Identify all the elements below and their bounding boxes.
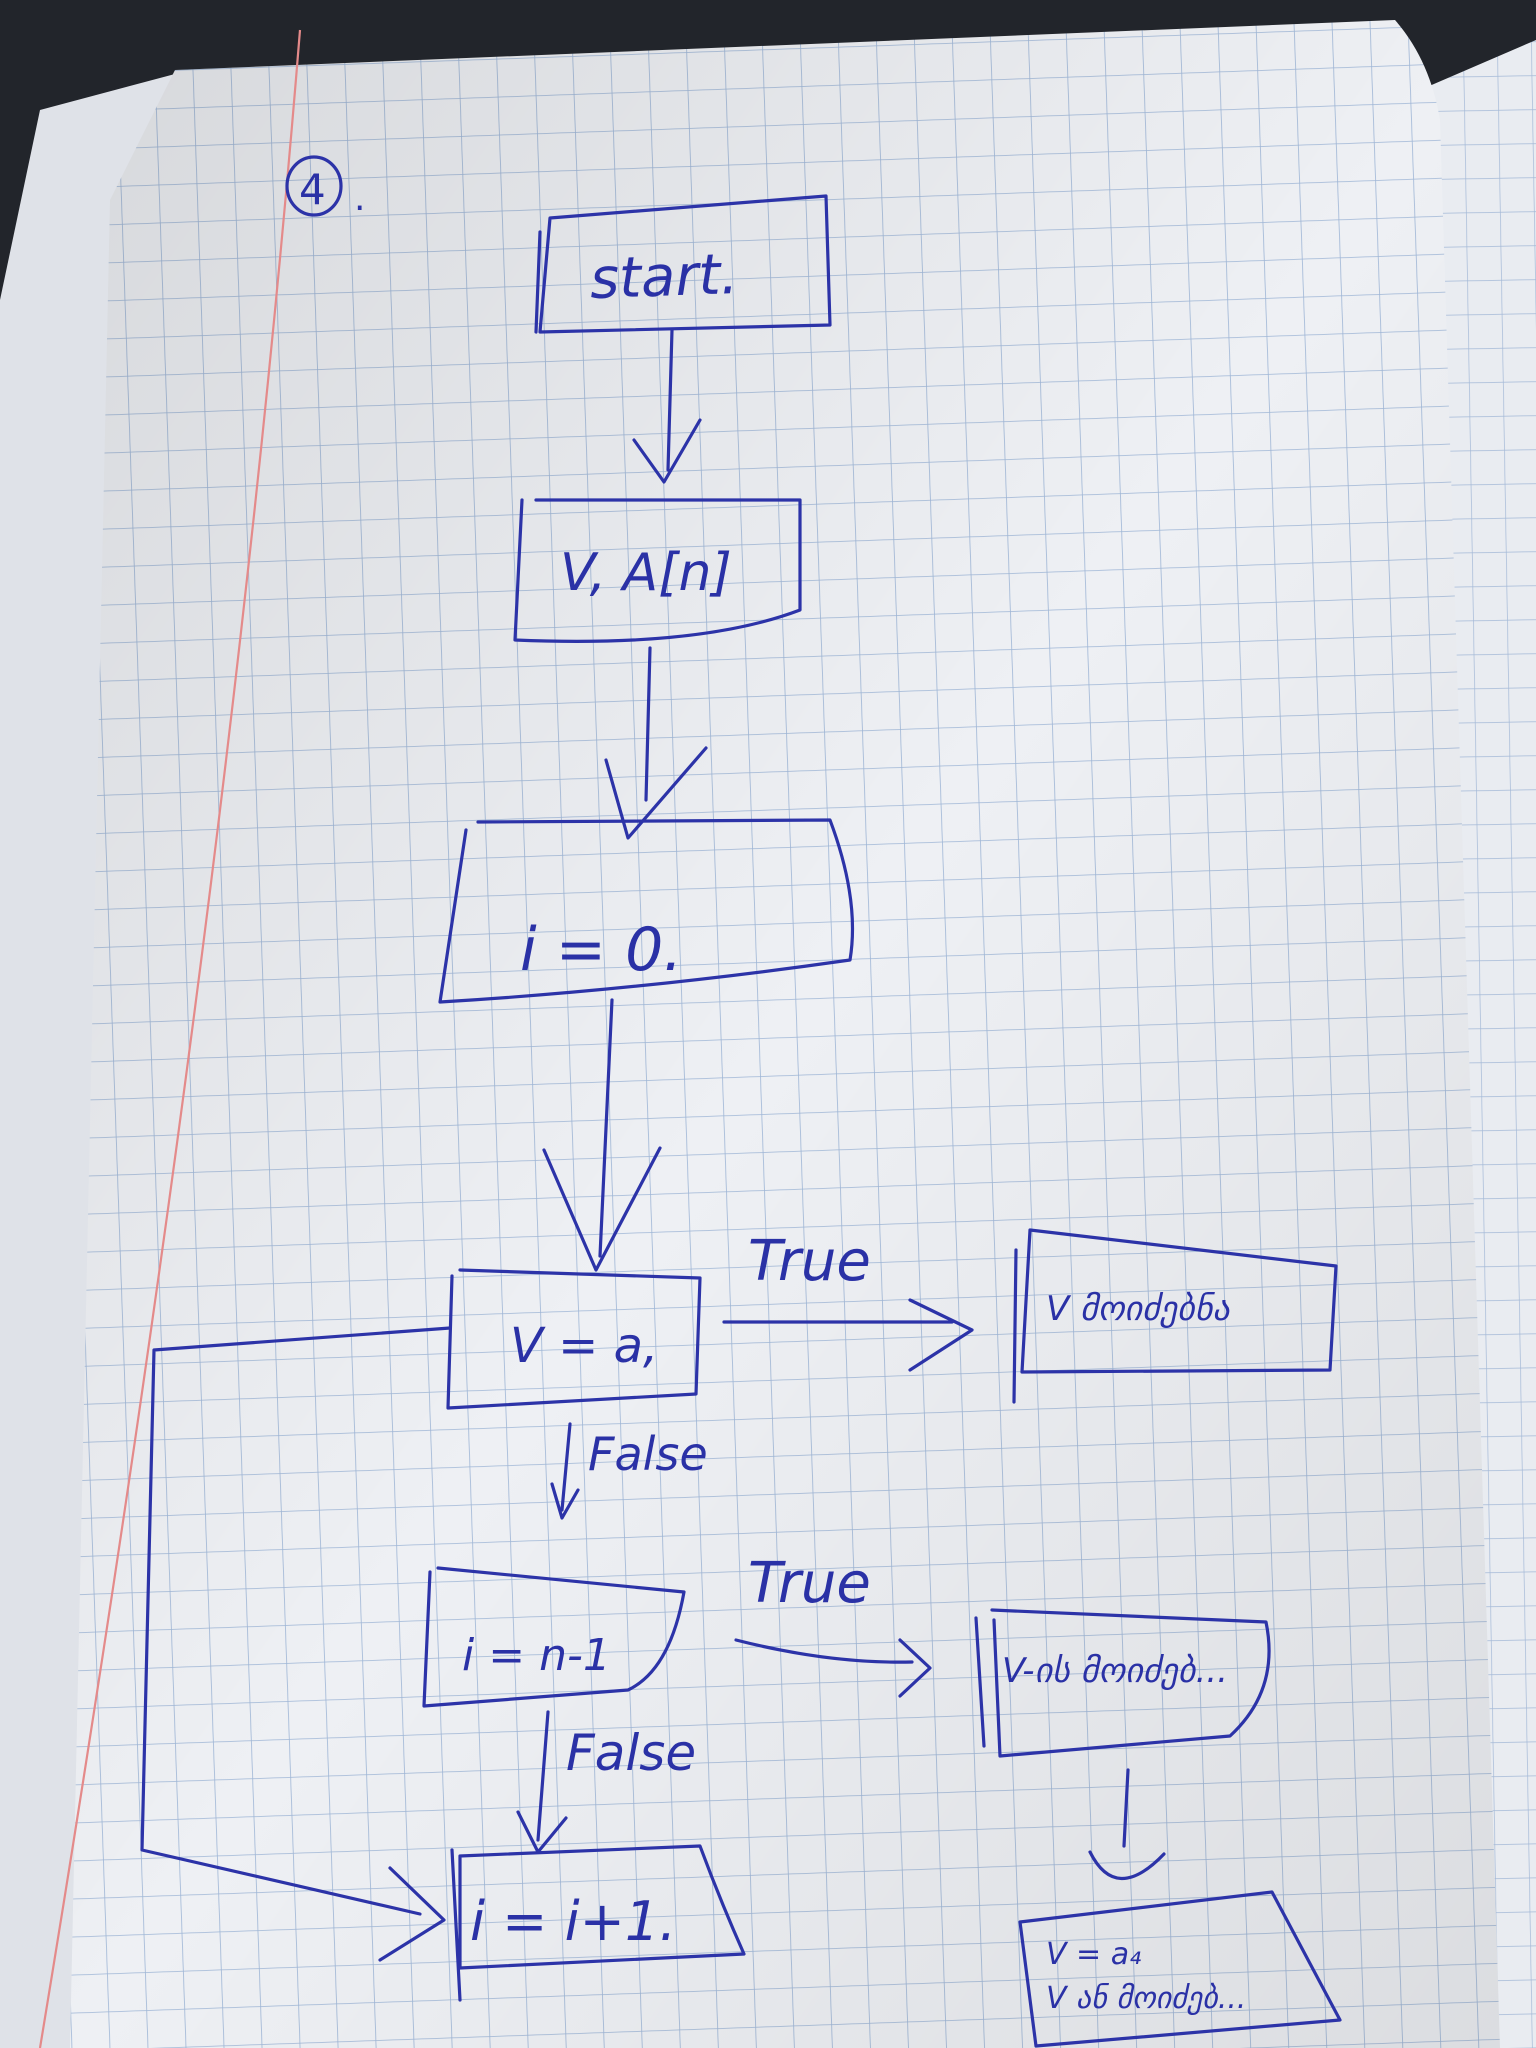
input-box [513,498,802,643]
result-not-found-box [974,1608,1271,1758]
arrow-false-2 [536,1710,550,1842]
final-line-2: V ან მოიძებ... [1046,1981,1246,2016]
final-box [1018,1890,1342,2048]
arrow-input-to-init [644,646,652,802]
increment-label: i = i+1. [470,1890,676,1953]
arrow-to-final [1122,1768,1130,1848]
result-found-label: V მოიძებნა [1046,1289,1231,1329]
condition1-box [446,1268,702,1410]
true-label-1: True [748,1229,871,1294]
margin-line [38,29,302,2048]
init-box [438,818,855,1004]
false-label-2: False [566,1724,696,1782]
false-label-1: False [588,1427,708,1481]
page-number-suffix: . [354,178,365,219]
init-label: i = 0. [520,915,682,985]
input-label: V, A[n] [560,543,732,603]
arrow-true-2 [734,1638,914,1664]
arrow-false-1 [560,1422,572,1512]
arrow-start-to-input [666,328,674,472]
arrow-init-to-cond1 [598,998,614,1258]
start-box [534,194,832,334]
true-label-2: True [748,1551,871,1616]
page-number-circle [285,155,343,217]
arrow-loop-back [140,1326,452,1916]
result-not-found-label: V-ის მოიძებ... [1002,1651,1228,1691]
condition2-box [422,1566,686,1708]
start-label: start. [589,242,739,312]
condition1-label: V = a, [510,1318,658,1374]
condition2-label: i = n-1 [462,1630,611,1681]
final-line-1: V = a₄ [1046,1937,1141,1972]
page-number: 4 [299,165,326,214]
result-found-box [1012,1228,1338,1404]
increment-box [450,1844,746,2002]
